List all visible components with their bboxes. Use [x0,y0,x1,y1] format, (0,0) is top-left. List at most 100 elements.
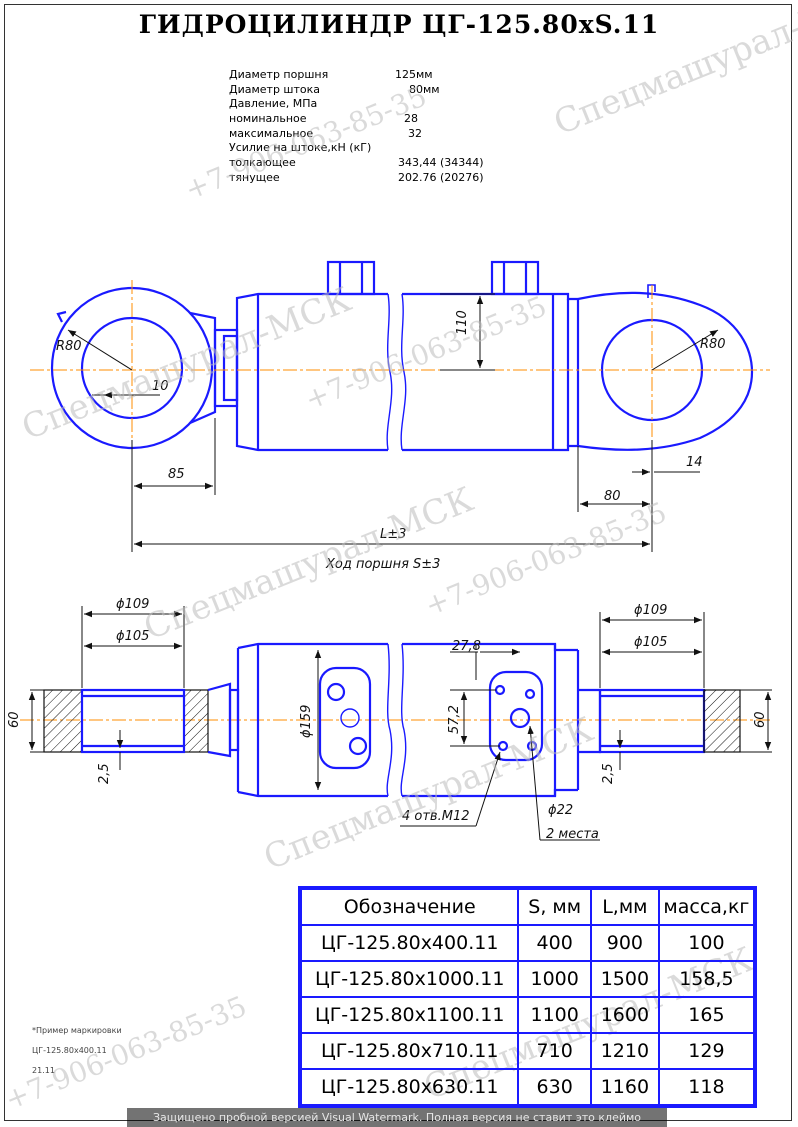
right-eye-section-hatch [703,689,741,753]
table-cell: 900 [589,924,660,962]
table-cell: 1600 [589,996,660,1034]
spec-label: максимальное [229,126,314,140]
dim-d159: ϕ159 [299,705,314,738]
flange-right [488,670,544,762]
table-cell: ЦГ-125.80х630.11 [299,1068,520,1106]
dim-10: 10 [152,379,169,394]
body-top-left [235,292,388,305]
spec-label: тянущее [229,170,280,184]
spec-value: 32 [408,126,422,140]
left-eye-section-hatch-2 [183,689,209,753]
table-cell: ЦГ-125.80х400.11 [299,924,520,962]
dim-14: 14 [686,455,703,470]
side-view-dimensions [67,293,719,552]
table-cell: 129 [657,1032,756,1070]
spec-row: Усилие на штоке,кН (кГ) [229,141,371,156]
table-row: ЦГ-125.80х1100.11 1100 1600 165 [299,996,756,1034]
dim-r80-right: R80 [700,337,726,352]
spec-value: 202.76 (20276) [398,170,484,184]
watermark-phone: +7-906-063-85-35 [180,80,431,207]
marking-note-title: *Пример маркировки [32,1026,122,1035]
table-cell: 165 [657,996,756,1034]
dim-stroke: Ход поршня S±3 [325,557,440,572]
spec-value: 80мм [409,82,440,96]
right-eye-outer [577,291,754,451]
spec-value: 125мм [395,68,433,81]
table-cell: 400 [517,924,592,962]
dim-278: 27,8 [452,639,481,654]
table-cell: 1160 [589,1068,660,1106]
dim-r80-left: R80 [56,339,82,354]
spec-label: номинальное [229,112,307,126]
dim-60-right: 60 [753,711,768,728]
break-line-1 [386,293,393,451]
spec-value: 28 [404,112,418,126]
left-eye-bore-section [80,688,186,754]
flange-port [340,708,360,728]
body-top [237,642,388,650]
dim-d105-left: ϕ105 [116,629,149,644]
table-cell: 1100 [517,996,592,1034]
table-cell: 710 [517,1032,592,1070]
break-line-2 [400,293,407,451]
spec-label: Усилие на штоке,кН (кГ) [229,141,372,155]
dim-places: 2 места [546,827,599,842]
table-cell: 1210 [589,1032,660,1070]
flange-hole [494,684,506,696]
port-right [490,260,540,296]
dim-25-right: 2,5 [601,763,616,784]
dim-110: 110 [455,310,470,335]
flange-hole [524,688,536,700]
dim-60-left: 60 [7,711,22,728]
table-header-row: Обозначение S, мм L,мм масса,кг [299,888,756,926]
spec-row: Давление, МПа [229,97,371,112]
flange-bolt [348,736,368,756]
trial-banner: Защищено пробной версией Visual Watermar… [127,1108,667,1127]
table-header-cell: масса,кг [657,888,756,926]
dim-25-left: 2,5 [97,763,112,784]
body-bottom [237,790,388,798]
table-cell: ЦГ-125.80х710.11 [299,1032,520,1070]
table-row: ЦГ-125.80х630.11 630 1160 118 [299,1068,756,1106]
top-view [43,642,741,798]
body-top-2 [402,642,578,652]
spec-row: номинальное 28 [229,112,418,127]
table-cell: ЦГ-125.80х1100.11 [299,996,520,1034]
table-cell: 630 [517,1068,592,1106]
dim-572: 57,2 [447,705,462,734]
watermark-brand: Спецмашурал-МСК [16,280,357,449]
dim-length: L±3 [380,527,406,542]
dim-holes: 4 отв.М12 [402,809,469,824]
table-header-cell: Обозначение [299,888,520,926]
body-top-right [402,292,578,301]
left-eye-section-hatch [43,689,83,753]
dim-d109-right: ϕ109 [634,603,667,618]
center-axes [20,280,770,721]
table-cell: 118 [657,1068,756,1106]
dim-d109-left: ϕ109 [116,597,149,612]
table-header-cell: L,мм [589,888,660,926]
spec-label: Давление, МПа [229,97,318,111]
break-line-3 [386,643,393,797]
table-row: ЦГ-125.80х400.11 400 900 100 [299,924,756,962]
top-view-dimensions [28,606,772,841]
dim-85: 85 [168,467,185,482]
dim-d105-right: ϕ105 [634,635,667,650]
flange-bolt [326,682,346,702]
spec-value: 343,44 (34344) [398,156,484,170]
table-cell: ЦГ-125.80х1000.11 [299,960,520,998]
spec-label: толкающее [229,156,296,170]
drawing-title: ГИДРОЦИЛИНДР ЦГ-125.80xS.11 [138,10,660,39]
table-row: ЦГ-125.80х1000.11 1000 1500 158,5 [299,960,756,998]
spec-row: Диаметр поршня 125мм [229,68,433,83]
spec-label: Диаметр поршня [229,68,329,81]
break-line-4 [400,643,407,797]
right-eye-bore-section [598,688,706,754]
body-bottom-left [235,440,388,452]
port-left [326,260,376,296]
table-cell: 1500 [589,960,660,998]
